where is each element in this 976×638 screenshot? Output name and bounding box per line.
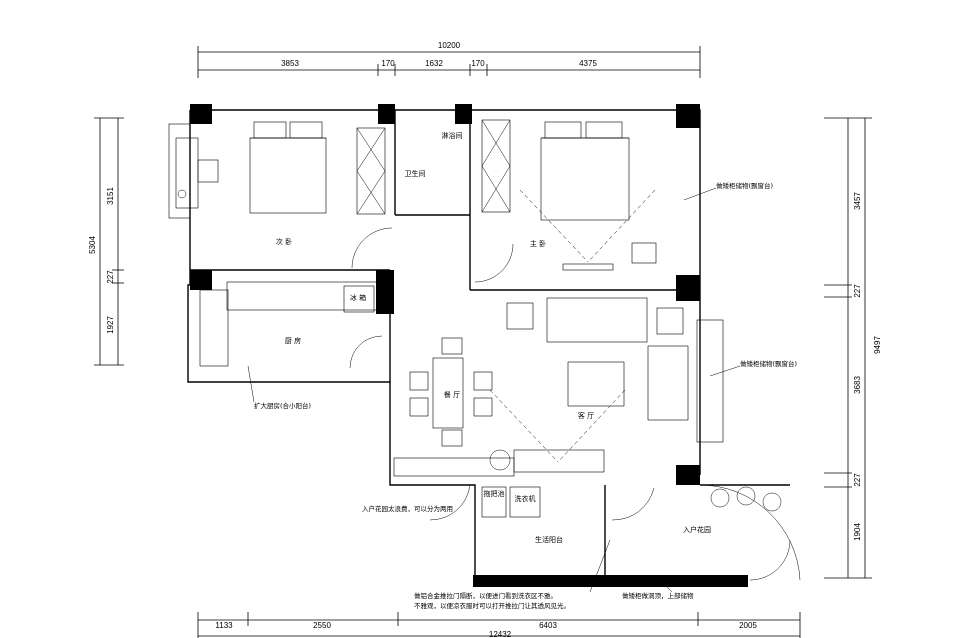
room-fridge: 冰 箱 [350, 293, 366, 302]
dim-right-total: 9497 [873, 336, 882, 354]
room-shower: 淋浴间 [442, 131, 463, 140]
dim-right-seg-1: 3457 [853, 192, 862, 210]
dim-right-seg-5: 1904 [853, 523, 862, 541]
note-bay-storage-living: 做矮柜储物(飘窗台) [740, 359, 797, 368]
room-mop-sink: 拖把池 [484, 489, 505, 498]
dim-top-seg-4: 170 [471, 59, 485, 68]
note-garden-split: 入户花园太浪费，可以分为两用 [362, 504, 453, 513]
note-sliding-door-1: 做铝合金推拉门隔断，以便进门看到洗衣区不雅。 [414, 591, 557, 600]
dim-top-seg-3: 1632 [425, 59, 443, 68]
dim-right-seg-2: 227 [853, 284, 862, 298]
dim-bottom-seg-1: 1133 [215, 621, 233, 630]
plant-icon [177, 189, 782, 512]
room-master-bedroom: 主 卧 [530, 239, 546, 248]
dim-top-seg-5: 4375 [579, 59, 597, 68]
note-bay-storage-top: 做矮柜储物(飘窗台) [716, 181, 773, 190]
dim-bottom-seg-3: 6403 [539, 621, 557, 630]
note-sliding-door-2: 不雅观，以便凉衣服时可以打开推拉门让其透风见光。 [414, 601, 570, 610]
dim-bottom-seg-2: 2550 [313, 621, 331, 630]
dim-left-seg-3: 1927 [106, 316, 115, 334]
dim-left-seg-2: 227 [106, 270, 115, 284]
dim-right-seg-4: 227 [853, 473, 862, 487]
room-entry-garden: 入户花园 [683, 525, 711, 534]
room-washer: 洗衣机 [515, 494, 536, 503]
room-second-bedroom: 次 卧 [276, 237, 292, 246]
dim-bottom-seg-4: 2005 [739, 621, 757, 630]
room-bathroom: 卫生间 [405, 169, 426, 178]
room-dining: 餐 厅 [444, 390, 460, 399]
room-living: 客 厅 [578, 411, 594, 420]
dim-right-seg-3: 3683 [853, 376, 862, 394]
dim-left-seg-1: 3151 [106, 187, 115, 205]
room-kitchen: 厨 房 [285, 336, 301, 345]
note-low-cabinet: 做矮柜做洞顶，上部储物 [622, 591, 694, 600]
dim-left-total: 5304 [88, 236, 97, 254]
dim-top-total: 10200 [438, 41, 461, 50]
dim-top-seg-2: 170 [381, 59, 395, 68]
room-service-balcony: 生活阳台 [535, 535, 563, 544]
dim-bottom-total: 12432 [489, 630, 512, 638]
dim-top-seg-1: 3853 [281, 59, 299, 68]
note-kitchen-expand: 扩大厨房(合小阳台) [254, 401, 311, 410]
